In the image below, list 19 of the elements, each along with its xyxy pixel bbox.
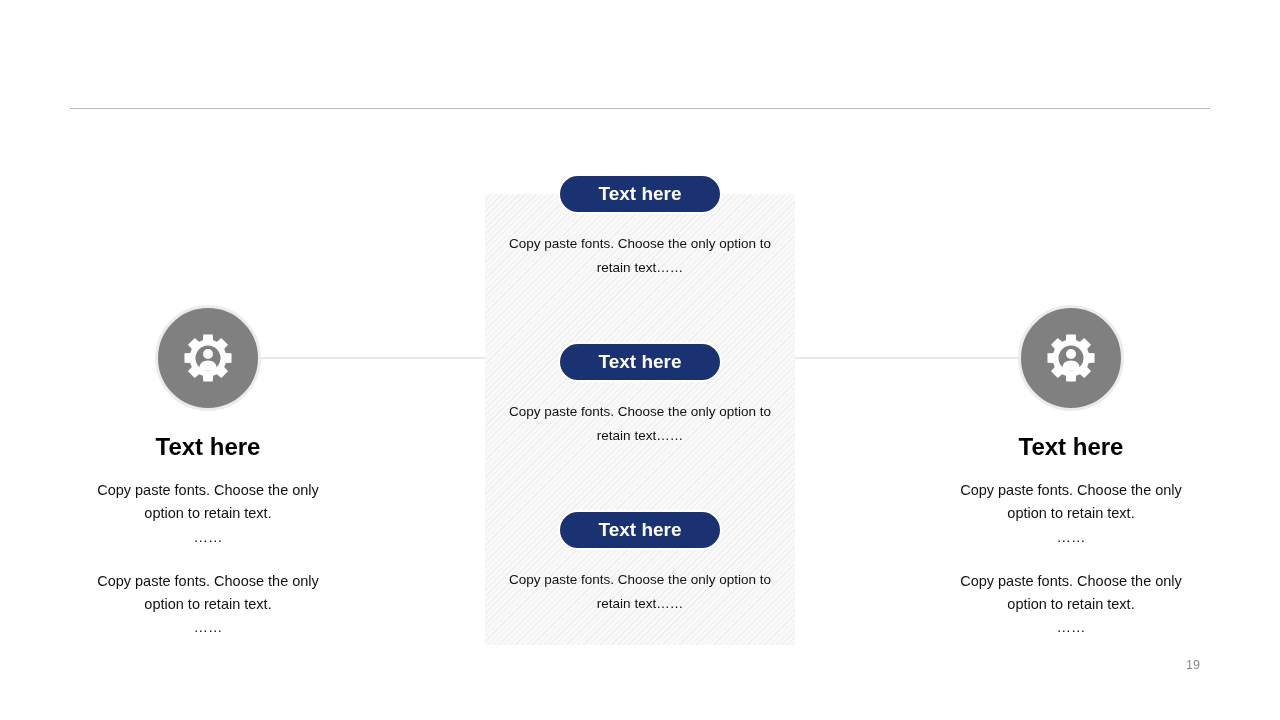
- body-text: Copy paste fonts. Choose the only option to retain text.: [96, 480, 320, 523]
- body-text: Copy paste fonts. Choose the only option to retain text.: [959, 480, 1183, 523]
- ellipsis-text: ……: [1055, 527, 1087, 547]
- body-text: Copy paste fonts. Choose the only option to retain text……: [508, 235, 772, 277]
- body-text: Copy paste fonts. Choose the only option to retain text……: [508, 403, 772, 445]
- icon-circle: [155, 305, 261, 411]
- title-pill: Text here: [558, 510, 722, 550]
- ellipsis-text: ……: [192, 617, 224, 637]
- body-text: Copy paste fonts. Choose the only option to retain text.: [959, 571, 1183, 614]
- section-heading: Text here: [154, 432, 262, 462]
- page-number: 19: [1186, 658, 1200, 672]
- ellipsis-text: ……: [192, 527, 224, 547]
- section-heading: Text here: [1017, 432, 1125, 462]
- ellipsis-text: ……: [1055, 617, 1087, 637]
- title-pill: Text here: [558, 174, 722, 214]
- body-text: Copy paste fonts. Choose the only option to retain text……: [508, 571, 772, 613]
- title-pill: Text here: [558, 342, 722, 382]
- icon-circle: [1018, 305, 1124, 411]
- body-text: Copy paste fonts. Choose the only option to retain text.: [96, 571, 320, 614]
